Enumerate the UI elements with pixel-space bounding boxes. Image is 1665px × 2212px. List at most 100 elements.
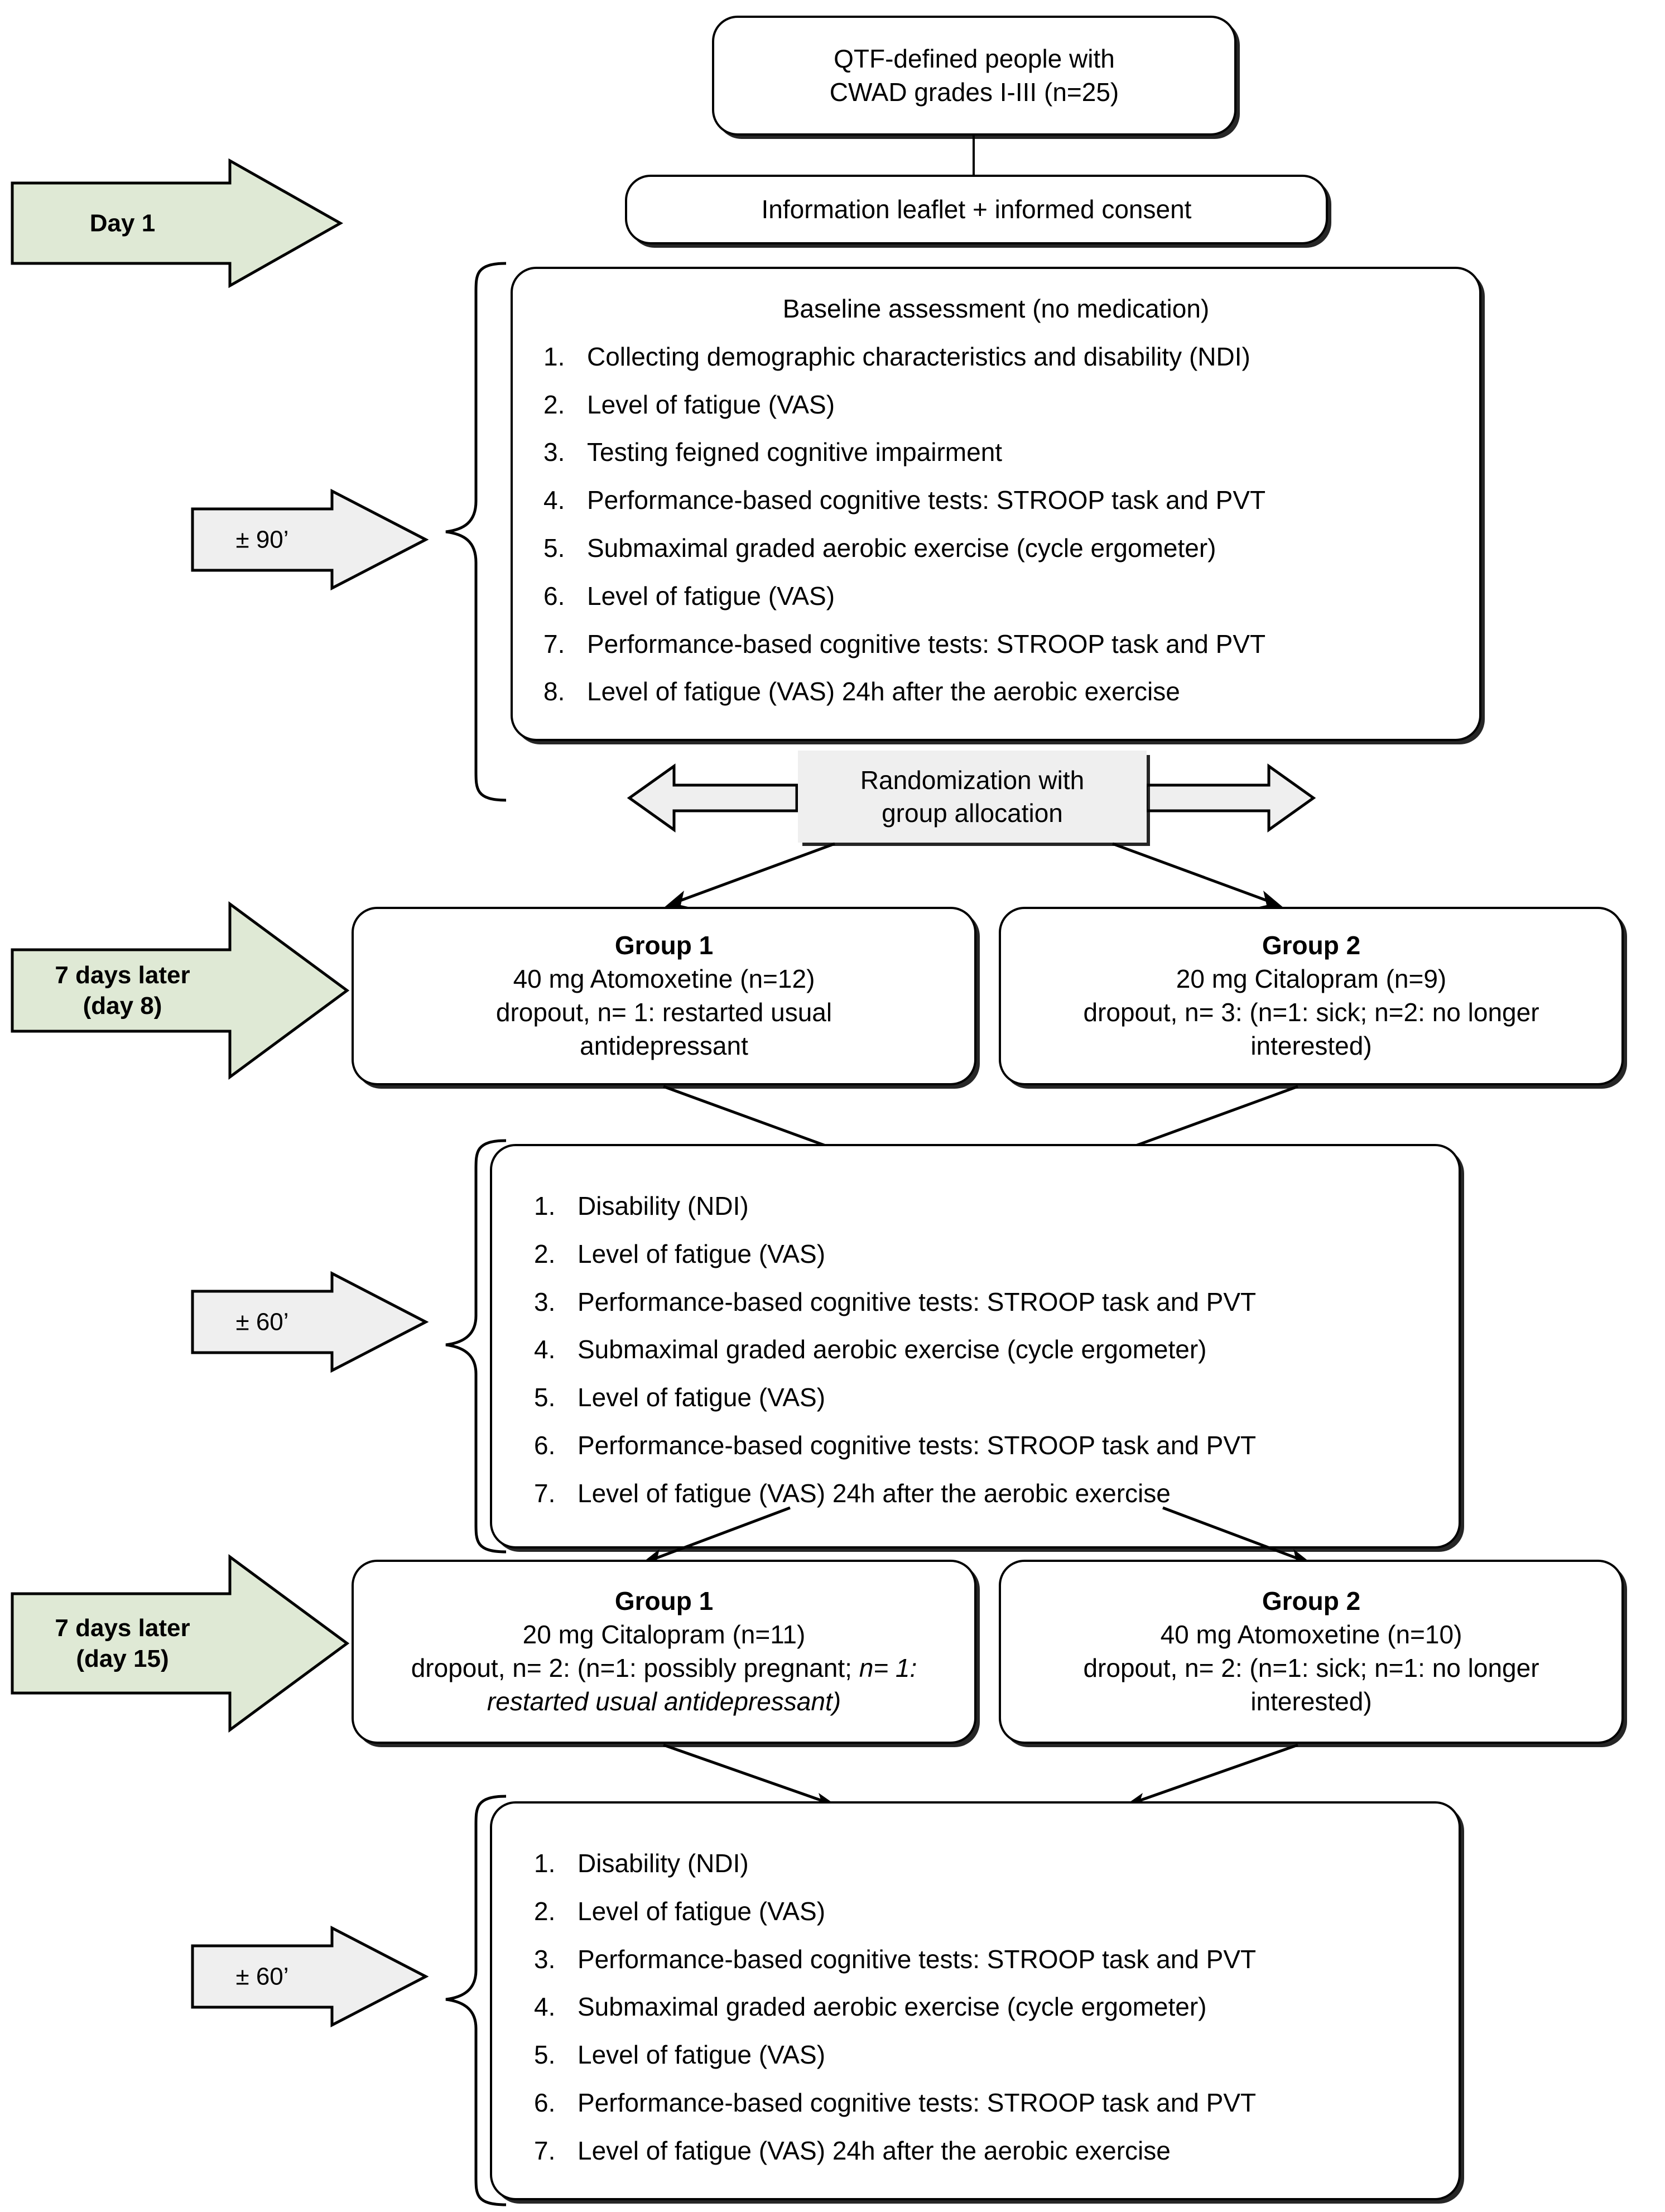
list-item-label: Level of fatigue (VAS) xyxy=(587,389,835,419)
group2-day8-box: Group 2 20 mg Citalopram (n=9) dropout, … xyxy=(999,907,1624,1085)
list-item: 2. Level of fatigue (VAS) xyxy=(543,388,1449,422)
list-item-number: 4. xyxy=(534,1992,556,2022)
randomization-double-arrow-right xyxy=(1144,756,1325,840)
list-item: 5. Level of fatigue (VAS) xyxy=(534,2038,1428,2072)
list-item: 6. Performance-based cognitive tests: STR… xyxy=(534,2086,1428,2120)
list-item-number: 4. xyxy=(543,485,565,515)
list-item-number: 7. xyxy=(534,1478,556,1508)
list-item: 1.Collecting demographic characteristics… xyxy=(543,340,1449,374)
list-item-number: 5. xyxy=(534,2040,556,2070)
group1-day8-dropout-line-1: dropout, n= 1: restarted usual xyxy=(495,998,832,1027)
list-item-label: Submaximal graded aerobic exercise (cycl… xyxy=(578,1335,1207,1364)
list-item-label: Performance-based cognitive tests: STROO… xyxy=(578,1287,1257,1316)
list-item-number: 3. xyxy=(543,437,565,467)
assessment-3-box: 1. Disability (NDI) 2. Level of fatigue (V… xyxy=(490,1801,1461,2200)
assessment-2-list: 1.Disability (NDI) 2. Level of fatigue (V… xyxy=(534,1190,1428,1525)
list-item: 3. Performance-based cognitive tests: STR… xyxy=(534,1286,1428,1319)
group2-day15-dropout-line-1: dropout, n= 2: (n=1: sick; n=1: no longe… xyxy=(1083,1653,1539,1682)
timeline-arrow-plus-minus-60-a: ± 60’ xyxy=(191,1271,429,1373)
list-item-label: Performance-based cognitive tests: STROO… xyxy=(578,1430,1257,1460)
list-item-label: Level of fatigue (VAS) 24h after the aer… xyxy=(578,2136,1171,2165)
list-item-number: 3. xyxy=(534,1287,556,1316)
list-item: 1. Disability (NDI) xyxy=(534,1847,1428,1881)
timeline-arrow-day-1: Day 1 xyxy=(11,158,344,288)
list-item-number: 3. xyxy=(534,1944,556,1974)
list-item-label: Level of fatigue (VAS) 24h after the aer… xyxy=(587,677,1180,706)
randomization-line-1: Randomization with xyxy=(860,765,1085,795)
list-item-number: 5. xyxy=(534,1383,556,1412)
list-item-label: Performance-based cognitive tests: STROO… xyxy=(578,2088,1257,2117)
list-item: 6. Level of fatigue (VAS) xyxy=(543,580,1449,613)
group1-day15-dropout-line-1: dropout, n= 2: (n=1: possibly pregnant; … xyxy=(354,1652,974,1685)
list-item-number: 7. xyxy=(543,629,565,658)
list-item-number: 1. xyxy=(534,1849,556,1878)
top-box-line-2: CWAD grades I-III (n=25) xyxy=(829,77,1119,107)
group2-day8-dropout-line-2: interested) xyxy=(1250,1031,1372,1060)
group2-day15-title: Group 2 xyxy=(1262,1586,1361,1616)
list-item-number: 8. xyxy=(543,677,565,706)
group2-day8-medication: 20 mg Citalopram (n=9) xyxy=(1176,964,1447,994)
group1-day15-medication: 20 mg Citalopram (n=11) xyxy=(522,1620,806,1650)
list-item-label: Testing feigned cognitive impairment xyxy=(587,437,1003,467)
randomization-line-2: group allocation xyxy=(882,798,1063,828)
list-item-label: Level of fatigue (VAS) xyxy=(578,1239,826,1268)
list-item: 7. Performance-based cognitive tests: STR… xyxy=(543,628,1449,661)
baseline-assessment-list: 1.Collecting demographic characteristics… xyxy=(543,340,1449,723)
list-item-label: Level of fatigue (VAS) xyxy=(578,1896,826,1926)
list-item-label: Submaximal graded aerobic exercise (cycl… xyxy=(587,533,1216,562)
list-item-label: Collecting demographic characteristics a… xyxy=(587,342,1250,371)
top-population-box: QTF-defined people with CWAD grades I-II… xyxy=(712,16,1236,136)
group1-day8-medication: 40 mg Atomoxetine (n=12) xyxy=(513,964,815,994)
connector-randomization-to-group2-day8 xyxy=(1110,842,1289,912)
list-item: 5. Submaximal graded aerobic exercise (cy… xyxy=(543,532,1449,565)
list-item: 2. Level of fatigue (VAS) xyxy=(534,1895,1428,1929)
list-item: 4. Submaximal graded aerobic exercise (cy… xyxy=(534,1990,1428,2024)
list-item: 7. Level of fatigue (VAS) 24h after the a… xyxy=(534,2134,1428,2168)
assessment-3-list: 1. Disability (NDI) 2. Level of fatigue (V… xyxy=(534,1847,1428,2182)
group2-day15-box: Group 2 40 mg Atomoxetine (n=10) dropout… xyxy=(999,1560,1624,1744)
group1-day15-box: Group 1 20 mg Citalopram (n=11) dropout,… xyxy=(352,1560,976,1744)
timeline-arrow-day-15: 7 days later (day 15) xyxy=(11,1554,353,1741)
list-item-number: 2. xyxy=(534,1239,556,1268)
randomization-box: Randomization with group allocation xyxy=(798,751,1147,843)
group2-day8-title: Group 2 xyxy=(1262,931,1361,960)
group1-day8-dropout-line-2: antidepressant xyxy=(580,1031,748,1060)
list-item-number: 4. xyxy=(534,1335,556,1364)
list-item-number: 2. xyxy=(543,389,565,419)
brace-baseline xyxy=(444,261,511,802)
list-item: 3. Performance-based cognitive tests: STR… xyxy=(534,1943,1428,1977)
group1-day15-dropout-line-2: restarted usual antidepressant) xyxy=(487,1686,841,1716)
list-item: 1.Disability (NDI) xyxy=(534,1190,1428,1223)
group2-day15-dropout-line-2: interested) xyxy=(1250,1686,1372,1716)
list-item-label: Performance-based cognitive tests: STROO… xyxy=(578,1944,1257,1974)
list-item: 3. Testing feigned cognitive impairment xyxy=(543,436,1449,469)
group1-day15-dropout-plain: dropout, n= 2: (n=1: possibly pregnant; xyxy=(411,1653,859,1682)
list-item-label: Performance-based cognitive tests: STROO… xyxy=(587,485,1266,515)
list-item-label: Submaximal graded aerobic exercise (cycl… xyxy=(578,1992,1207,2022)
consent-box: Information leaflet + informed consent xyxy=(625,175,1328,244)
list-item: 4. Submaximal graded aerobic exercise (cy… xyxy=(534,1333,1428,1367)
list-item: 5. Level of fatigue (VAS) xyxy=(534,1381,1428,1415)
connector-randomization-to-group1-day8 xyxy=(658,842,837,912)
list-item-number: 2. xyxy=(534,1896,556,1926)
group1-day15-title: Group 1 xyxy=(614,1586,714,1616)
group2-day15-medication: 40 mg Atomoxetine (n=10) xyxy=(1160,1620,1462,1650)
list-item-label: Performance-based cognitive tests: STROO… xyxy=(587,629,1266,658)
list-item-number: 6. xyxy=(543,581,565,610)
list-item-number: 7. xyxy=(534,2136,556,2165)
list-item-number: 5. xyxy=(543,533,565,562)
consent-box-text: Information leaflet + informed consent xyxy=(761,194,1192,224)
top-box-line-1: QTF-defined people with xyxy=(834,44,1115,73)
list-item-label: Disability (NDI) xyxy=(578,1849,749,1878)
connector-top-to-consent xyxy=(971,136,976,176)
list-item-number: 6. xyxy=(534,2088,556,2117)
list-item-label: Level of fatigue (VAS) xyxy=(578,1383,826,1412)
list-item-number: 1. xyxy=(534,1191,556,1220)
list-item-label: Level of fatigue (VAS) xyxy=(578,2040,826,2070)
group1-day15-dropout-italic-a: n= 1: xyxy=(859,1653,917,1682)
list-item-label: Level of fatigue (VAS) 24h after the aer… xyxy=(578,1478,1171,1508)
list-item-label: Level of fatigue (VAS) xyxy=(587,581,835,610)
list-item: 8. Level of fatigue (VAS) 24h after the a… xyxy=(543,675,1449,709)
timeline-arrow-plus-minus-90: ± 90’ xyxy=(191,488,429,591)
group1-day8-title: Group 1 xyxy=(614,931,714,960)
